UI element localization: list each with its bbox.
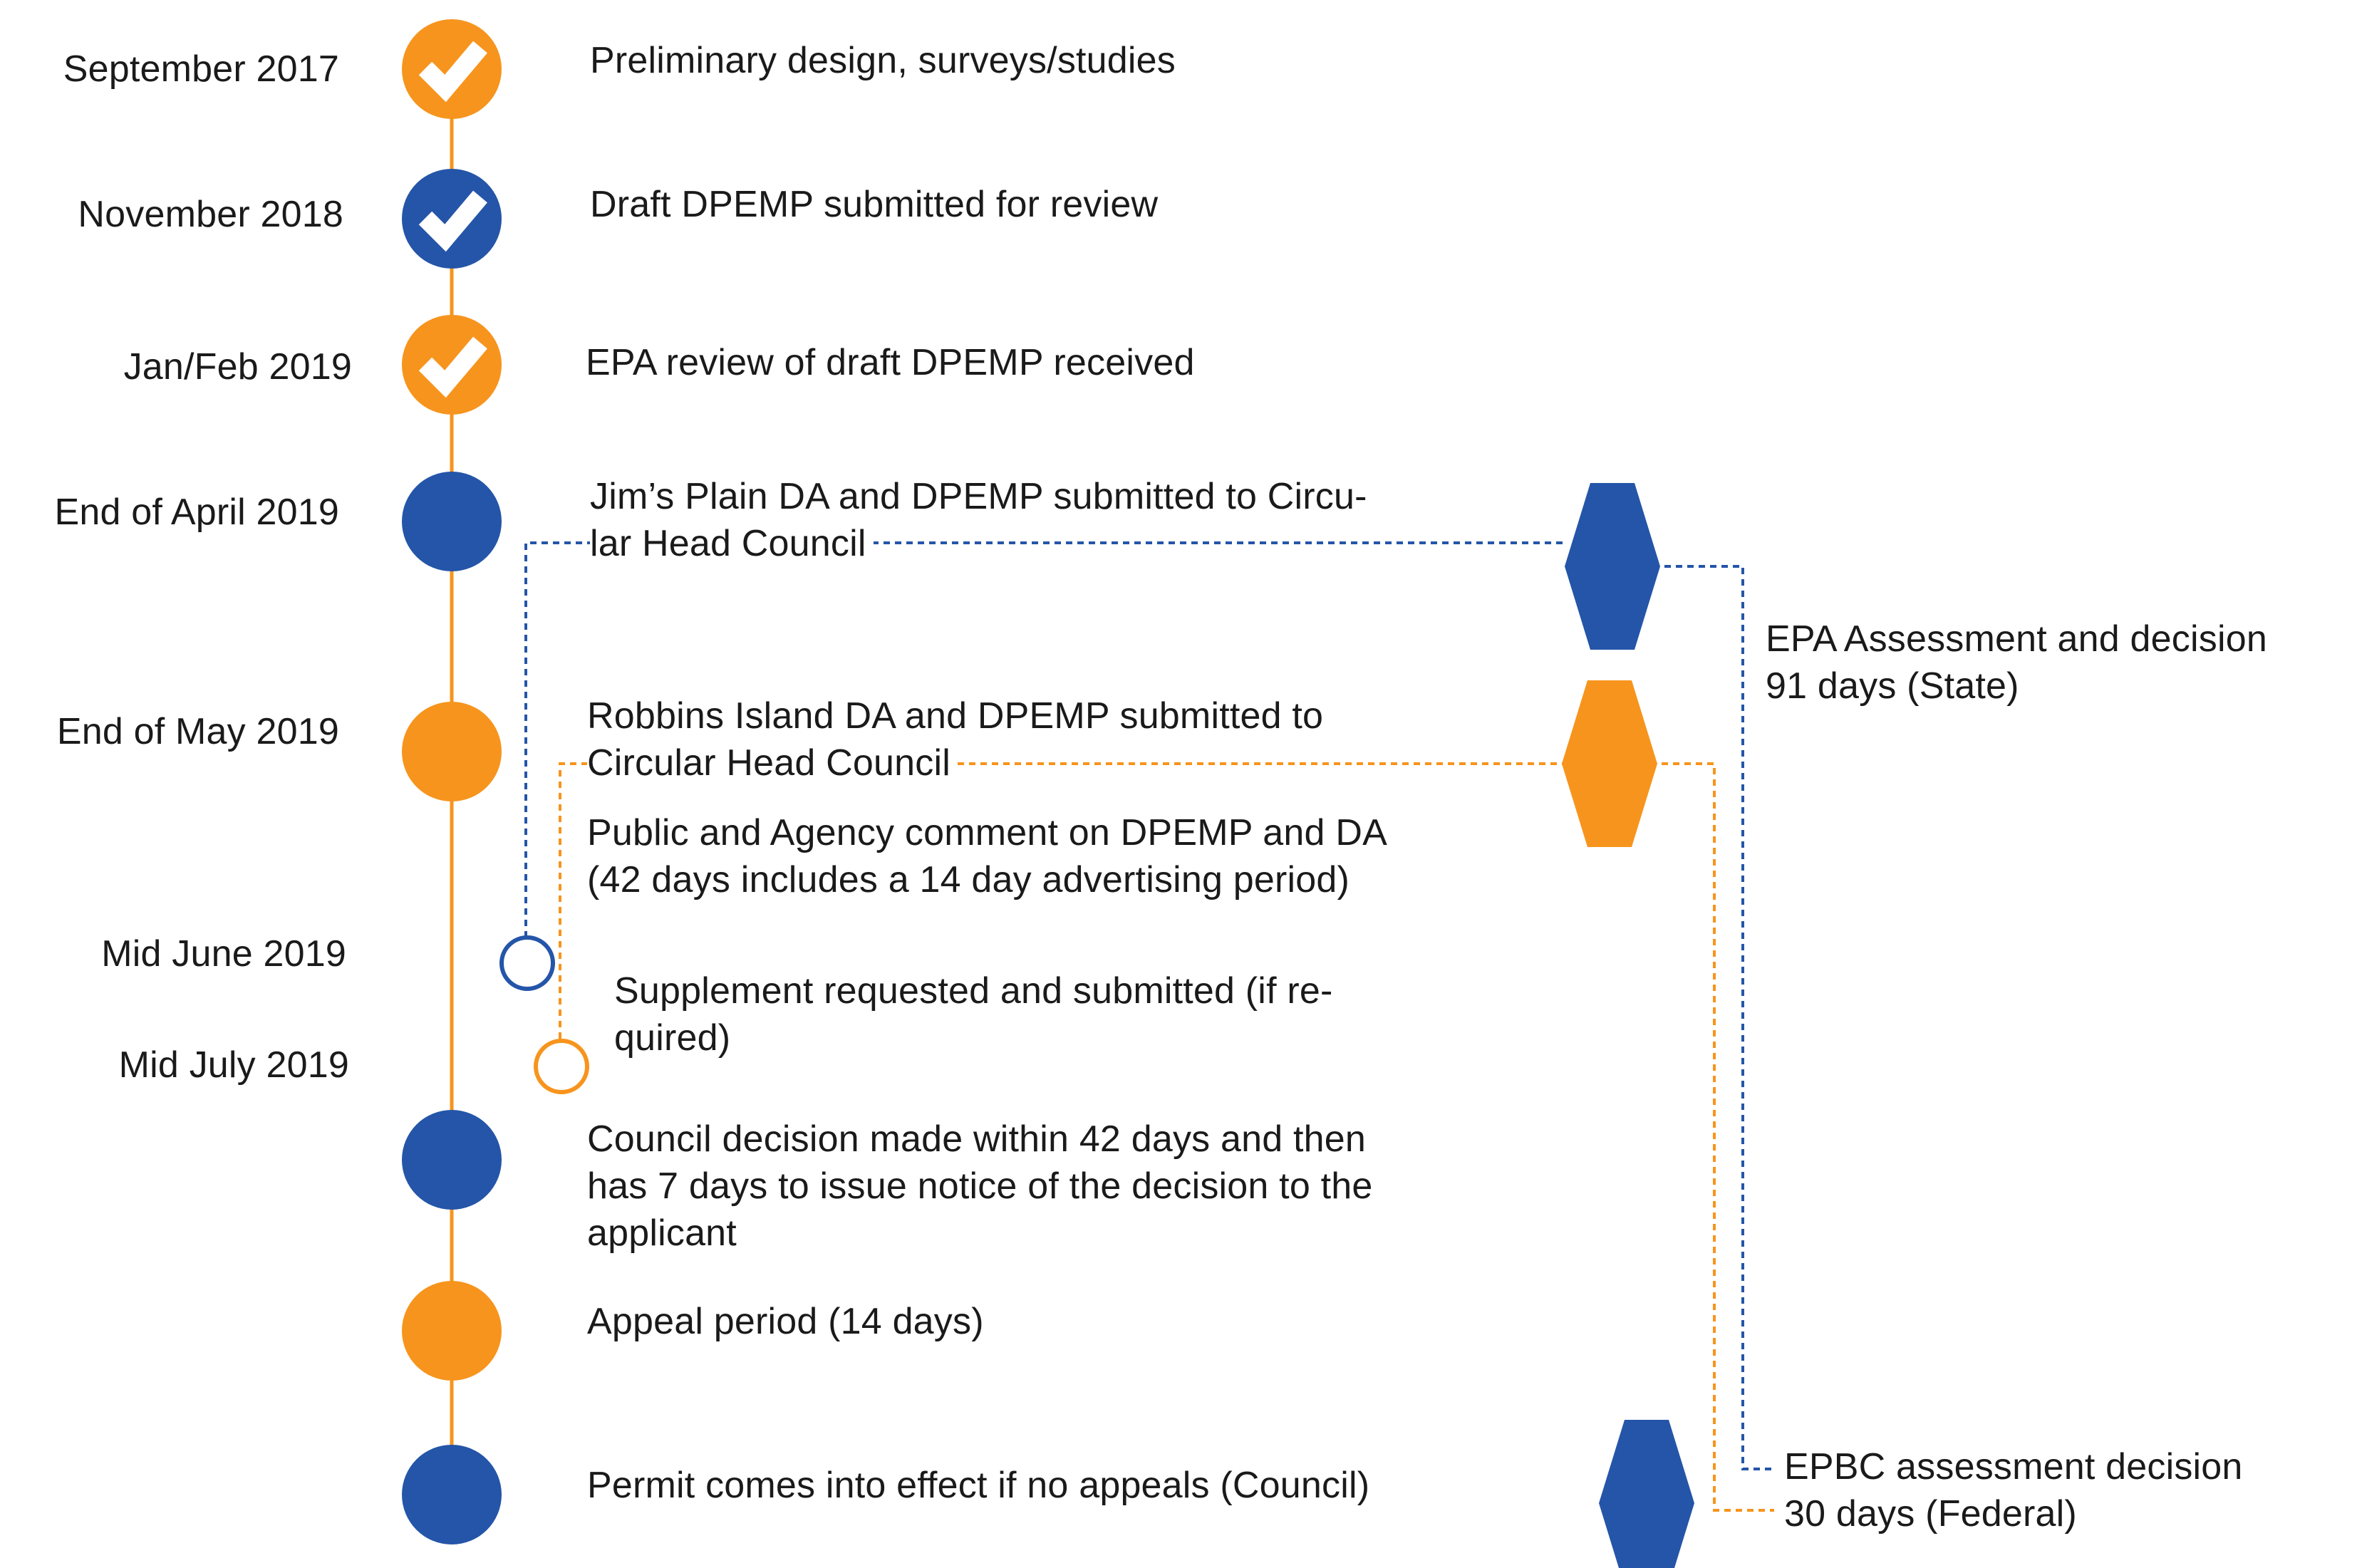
milestone-description: Preliminary design, surveys/studies (590, 40, 1176, 81)
milestone-node-may-2019 (402, 702, 502, 801)
milestone-description: Supplement requested and submitted (if r… (614, 967, 1540, 1061)
milestone-date: Mid June 2019 (101, 933, 346, 975)
milestone-date: End of May 2019 (56, 711, 339, 752)
milestone-date: End of April 2019 (54, 492, 339, 533)
assessment-label-epbc: EPBC assessment decision 30 days (Federa… (1784, 1443, 2357, 1537)
milestone-node-apr-2019 (402, 472, 502, 571)
milestone-description: Council decision made within 42 days and… (587, 1116, 1513, 1257)
orange-dashed-connector (559, 762, 1774, 1512)
hexagon-epbc-assessment (1599, 1420, 1694, 1568)
assessment-line: EPA Assessment and decision (1766, 618, 2267, 660)
description-line: Robbins Island DA and DPEMP submitted to (587, 695, 1324, 737)
description-line: Jim’s Plain DA and DPEMP submitted to Ci… (590, 476, 1367, 517)
blue-dashed-connector (524, 541, 1774, 1470)
milestone-date: Mid July 2019 (118, 1044, 349, 1086)
assessment-line: EPBC assessment decision (1784, 1446, 2243, 1487)
description-line: (42 days includes a 14 day advertising p… (587, 859, 1350, 900)
hollow-node-mid-june (499, 935, 555, 991)
hollow-node-mid-july (534, 1039, 589, 1094)
description-line: applicant (587, 1213, 737, 1254)
assessment-line: 30 days (Federal) (1784, 1493, 2077, 1535)
milestone-description: Robbins Island DA and DPEMP submitted to… (587, 692, 1513, 786)
description-line: quired) (614, 1017, 731, 1059)
milestone-node-complete-jan-2019 (402, 315, 502, 415)
milestone-description: Permit comes into effect if no appeals (… (587, 1465, 1370, 1506)
milestone-node-council-decision (402, 1110, 502, 1210)
description-line: Circular Head Council (587, 739, 1513, 786)
hexagon-orange-assessment (1562, 680, 1657, 847)
description-line: Supplement requested and submitted (if r… (614, 970, 1333, 1012)
checkmark-icon (418, 336, 487, 398)
milestone-node-complete-sep-2017 (402, 19, 502, 119)
milestone-description: EPA review of draft DPEMP received (586, 342, 1195, 383)
milestone-description: Public and Agency comment on DPEMP and D… (587, 809, 1513, 903)
description-line: has 7 days to issue notice of the decisi… (587, 1165, 1373, 1207)
milestone-node-permit (402, 1445, 502, 1544)
milestone-description: Appeal period (14 days) (587, 1301, 984, 1342)
milestone-date: September 2017 (63, 48, 339, 90)
milestone-node-complete-nov-2018 (402, 169, 502, 269)
milestone-date: Jan/Feb 2019 (123, 346, 352, 388)
description-line: lar Head Council (590, 520, 1516, 567)
description-line: Public and Agency comment on DPEMP and D… (587, 812, 1387, 853)
assessment-line: 91 days (State) (1766, 665, 2019, 707)
checkmark-icon (418, 41, 487, 103)
description-line: Council decision made within 42 days and… (587, 1118, 1367, 1160)
hexagon-epa-assessment (1565, 483, 1660, 650)
assessment-label-epa: EPA Assessment and decision 91 days (Sta… (1766, 616, 2357, 710)
milestone-node-appeal-period (402, 1281, 502, 1381)
milestone-description: Jim’s Plain DA and DPEMP submitted to Ci… (590, 473, 1516, 567)
milestone-date: November 2018 (78, 194, 343, 235)
milestone-description: Draft DPEMP submitted for review (590, 184, 1159, 225)
checkmark-icon (418, 190, 487, 252)
